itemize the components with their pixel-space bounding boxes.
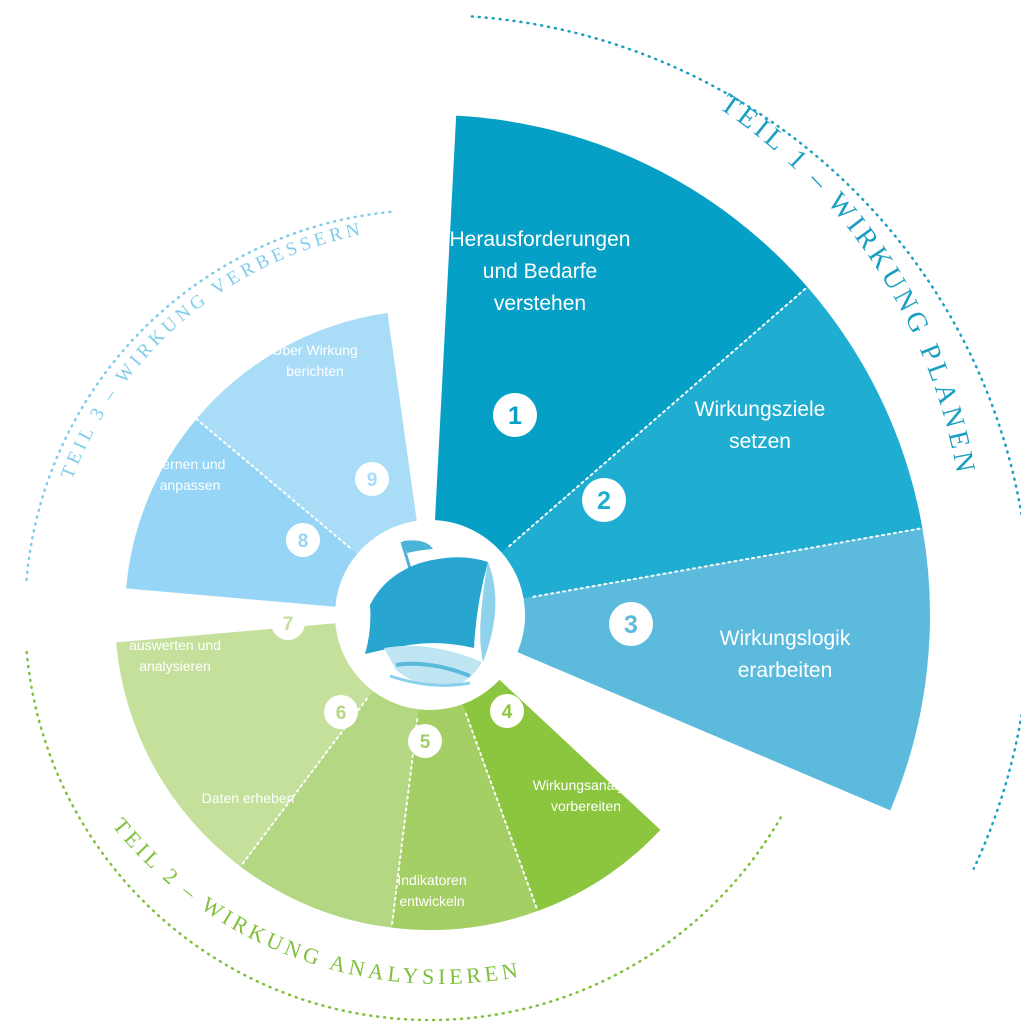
step-segments [116,115,930,930]
part2-ring [25,649,782,1022]
center-hub [344,529,516,701]
step-1-number: 1 [508,402,522,430]
step-5-number: 5 [420,732,431,753]
step-6-badge: 6 [324,695,358,729]
step-3-badge: 3 [609,602,653,646]
step-5-badge: 5 [408,724,442,758]
segment-divider [464,712,539,913]
step-6-number: 6 [336,703,347,724]
step-2-badge: 2 [582,478,626,522]
step-1-badge: 1 [493,393,537,437]
step-7-number: 7 [283,614,294,635]
segment-step-3 [517,528,930,811]
step-number-badges: 1 2 3 4 5 6 7 8 9 [271,393,653,758]
outer-dotted-rings [25,15,1021,1022]
segment-divider [390,718,419,929]
step-9-badge: 9 [355,462,389,496]
step-6-label: Daten erheben [202,790,295,806]
segment-divider [508,285,809,548]
step-4-badge: 4 [490,694,524,728]
step-8-badge: 8 [286,523,320,557]
step-4-number: 4 [502,702,513,723]
segment-step-9 [196,312,417,554]
segment-step-5 [391,704,538,930]
step-2-number: 2 [597,487,611,515]
step-3-number: 3 [624,611,638,639]
ship-icon [365,540,496,687]
segment-step-4 [462,679,661,912]
step-8-number: 8 [298,531,309,552]
segment-step-8 [126,418,358,607]
segment-step-6 [240,690,419,928]
segment-divider [532,527,924,598]
step-7-badge: 7 [271,606,305,640]
part3-ring [25,210,396,581]
step-9-number: 9 [367,470,378,491]
part1-ring [470,15,1021,870]
segment-step-1 [434,115,808,553]
segment-step-7 [116,623,373,867]
